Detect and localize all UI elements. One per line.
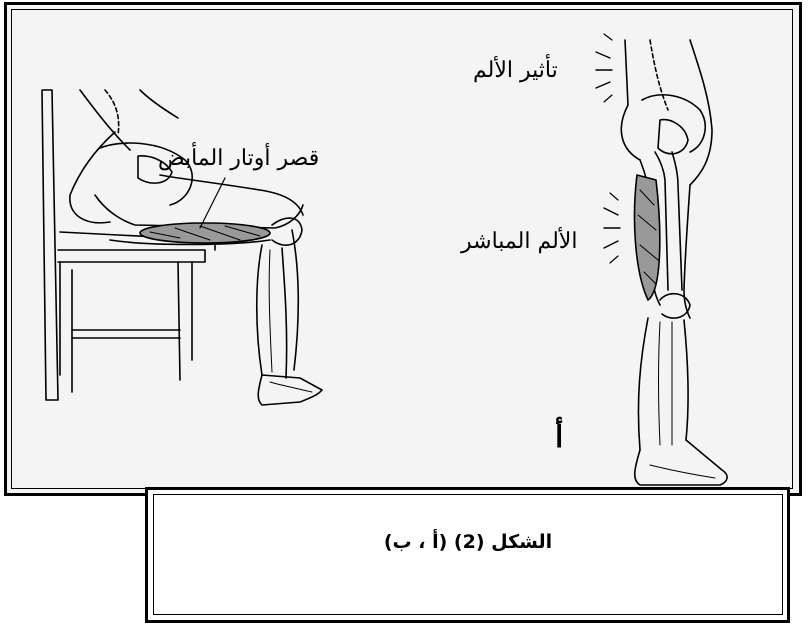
label-pain-effect: تأثير الألم xyxy=(473,58,558,83)
standing-figure-drawing xyxy=(596,34,727,485)
figure-caption: الشكل (2) (أ ، ب) xyxy=(154,531,782,553)
label-direct-pain: الألم المباشر xyxy=(461,229,577,254)
caption-box-inner: الشكل (2) (أ ، ب) xyxy=(153,494,783,615)
anatomy-illustration xyxy=(0,0,808,500)
panel-letter: أ xyxy=(555,420,563,455)
seated-figure-drawing xyxy=(70,90,322,405)
label-hamstring-shortening: قصر أوتار المأبض xyxy=(158,146,319,171)
